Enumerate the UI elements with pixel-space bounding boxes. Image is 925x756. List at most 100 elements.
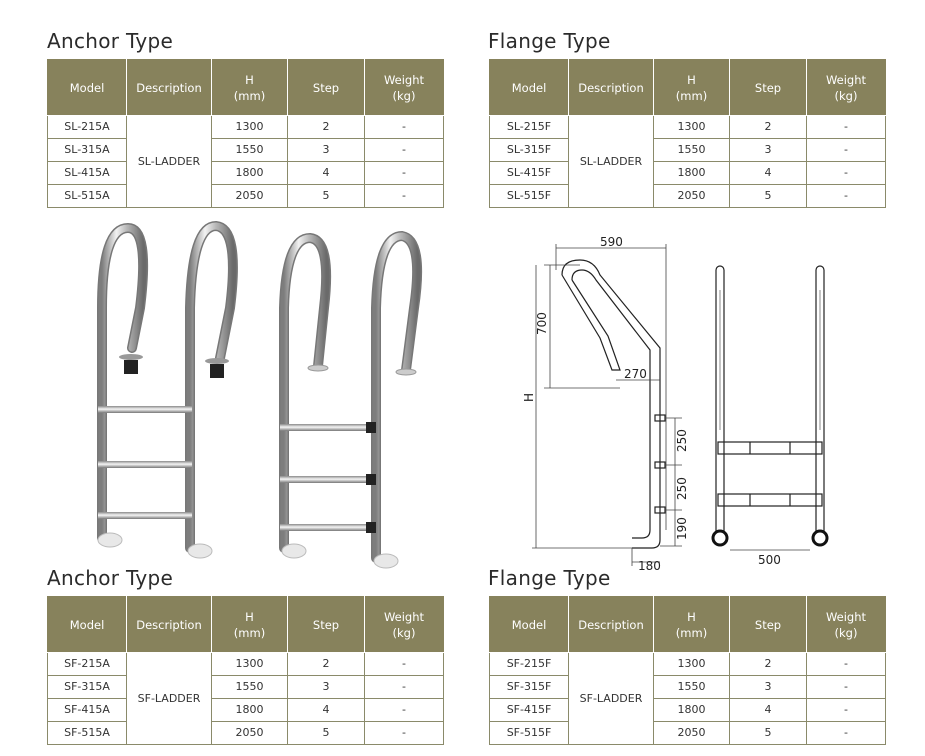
flange-type-title-bottom: Flange Type <box>488 566 611 590</box>
cell-weight: - <box>364 721 444 745</box>
cell-step: 5 <box>287 184 365 208</box>
cell-step: 4 <box>287 698 365 722</box>
cell-h: 1550 <box>211 138 288 162</box>
cell-h: 1300 <box>211 652 288 676</box>
cell-step: 3 <box>287 675 365 699</box>
cell-weight: - <box>364 698 444 722</box>
dim-250-lower: 250 <box>675 477 689 500</box>
header-h-unit: (mm) <box>233 88 266 103</box>
cell-model: SL-315F <box>489 138 569 162</box>
cell-weight: - <box>806 721 886 745</box>
cell-h: 1800 <box>211 161 288 185</box>
anchor-type-title-top: Anchor Type <box>47 29 174 53</box>
cell-description: SF-LADDER <box>568 652 654 745</box>
flange-ladder-photo <box>279 230 423 569</box>
header-h-label: H <box>245 72 254 87</box>
cell-model: SF-515A <box>47 721 127 745</box>
cell-weight: - <box>806 698 886 722</box>
dim-500: 500 <box>758 553 781 567</box>
cell-model: SF-215F <box>489 652 569 676</box>
header-weight-unit: (kg) <box>392 88 416 103</box>
dim-250-upper: 250 <box>675 429 689 452</box>
cell-weight: - <box>806 115 886 139</box>
header-h: H(mm) <box>653 59 730 116</box>
header-h: H(mm) <box>211 59 288 116</box>
dim-h: H <box>522 393 536 402</box>
anchor-type-title-bottom: Anchor Type <box>47 566 174 590</box>
cell-step: 2 <box>729 115 807 139</box>
cell-h: 2050 <box>211 184 288 208</box>
cell-model: SL-515F <box>489 184 569 208</box>
flange-type-title-top: Flange Type <box>488 29 611 53</box>
cell-weight: - <box>806 184 886 208</box>
header-h-label: H <box>245 609 254 624</box>
cell-description: SL-LADDER <box>568 115 654 208</box>
dim-180: 180 <box>638 559 661 573</box>
cell-model: SL-215F <box>489 115 569 139</box>
header-model: Model <box>47 596 127 653</box>
header-weight-unit: (kg) <box>834 625 858 640</box>
cell-step: 2 <box>287 115 365 139</box>
cell-step: 4 <box>287 161 365 185</box>
cell-description: SL-LADDER <box>126 115 212 208</box>
cell-step: 3 <box>287 138 365 162</box>
header-weight-label: Weight <box>383 609 425 624</box>
header-step: Step <box>729 596 807 653</box>
header-description: Description <box>126 59 212 116</box>
header-h-unit: (mm) <box>675 625 708 640</box>
cell-step: 5 <box>287 721 365 745</box>
ladder-dimension-drawing: 590 700 H 270 250 250 190 180 500 <box>522 235 829 573</box>
cell-step: 5 <box>729 184 807 208</box>
ladder-product-photo <box>97 220 423 569</box>
dim-590: 590 <box>600 235 623 249</box>
header-description: Description <box>568 59 654 116</box>
cell-step: 3 <box>729 138 807 162</box>
cell-model: SL-415A <box>47 161 127 185</box>
cell-h: 2050 <box>653 184 730 208</box>
header-weight-unit: (kg) <box>392 625 416 640</box>
dim-190: 190 <box>675 517 689 540</box>
header-weight-label: Weight <box>825 72 867 87</box>
cell-model: SF-315A <box>47 675 127 699</box>
dim-700: 700 <box>535 312 549 335</box>
dim-270: 270 <box>624 367 647 381</box>
cell-weight: - <box>806 138 886 162</box>
header-h-unit: (mm) <box>675 88 708 103</box>
header-model: Model <box>47 59 127 116</box>
cell-model: SL-215A <box>47 115 127 139</box>
cell-step: 4 <box>729 161 807 185</box>
header-weight: Weight(kg) <box>364 59 444 116</box>
cell-h: 1300 <box>653 115 730 139</box>
cell-step: 2 <box>287 652 365 676</box>
cell-h: 2050 <box>653 721 730 745</box>
cell-weight: - <box>806 675 886 699</box>
header-weight-unit: (kg) <box>834 88 858 103</box>
cell-step: 3 <box>729 675 807 699</box>
header-step: Step <box>729 59 807 116</box>
anchor-ladder-photo <box>97 220 238 559</box>
cell-weight: - <box>806 161 886 185</box>
cell-h: 1800 <box>653 161 730 185</box>
header-h-unit: (mm) <box>233 625 266 640</box>
cell-h: 1550 <box>653 138 730 162</box>
header-h: H(mm) <box>211 596 288 653</box>
cell-h: 1300 <box>211 115 288 139</box>
header-weight: Weight(kg) <box>806 59 886 116</box>
